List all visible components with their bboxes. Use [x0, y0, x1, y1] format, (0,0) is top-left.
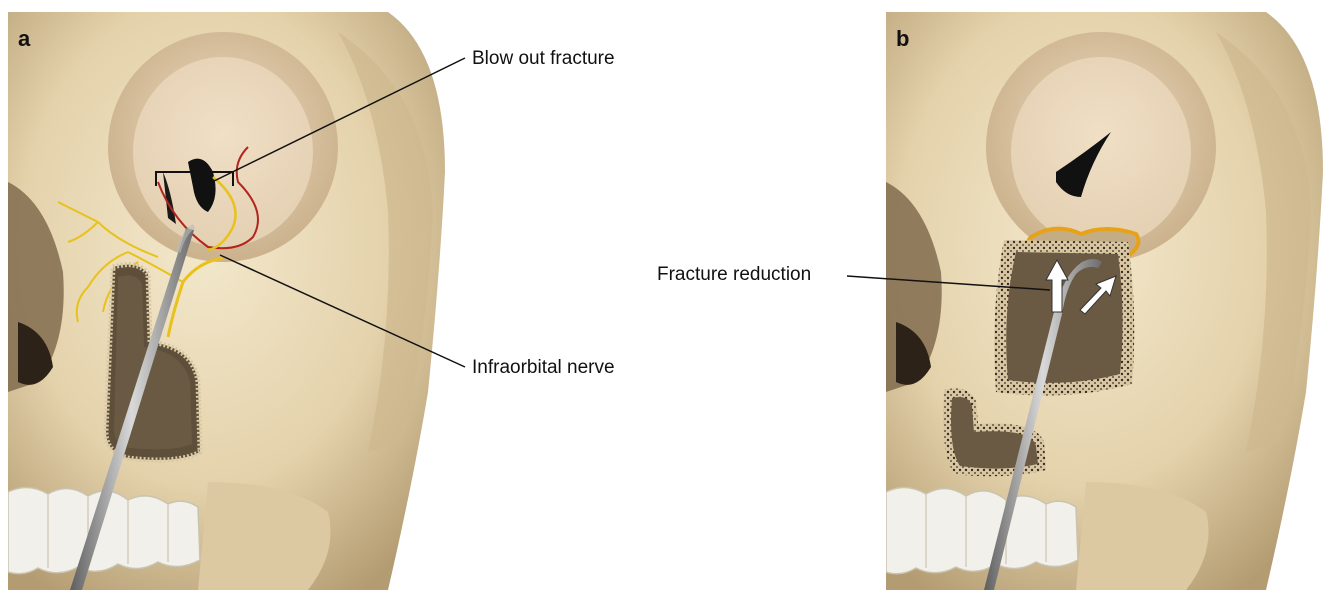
label-fracture-reduction: Fracture reduction [657, 265, 811, 284]
leader-reduction [847, 276, 1050, 290]
leader-blowout [210, 58, 465, 183]
label-infraorbital-nerve: Infraorbital nerve [472, 358, 615, 377]
label-blow-out-fracture: Blow out fracture [472, 49, 615, 68]
leader-nerve [220, 255, 465, 367]
